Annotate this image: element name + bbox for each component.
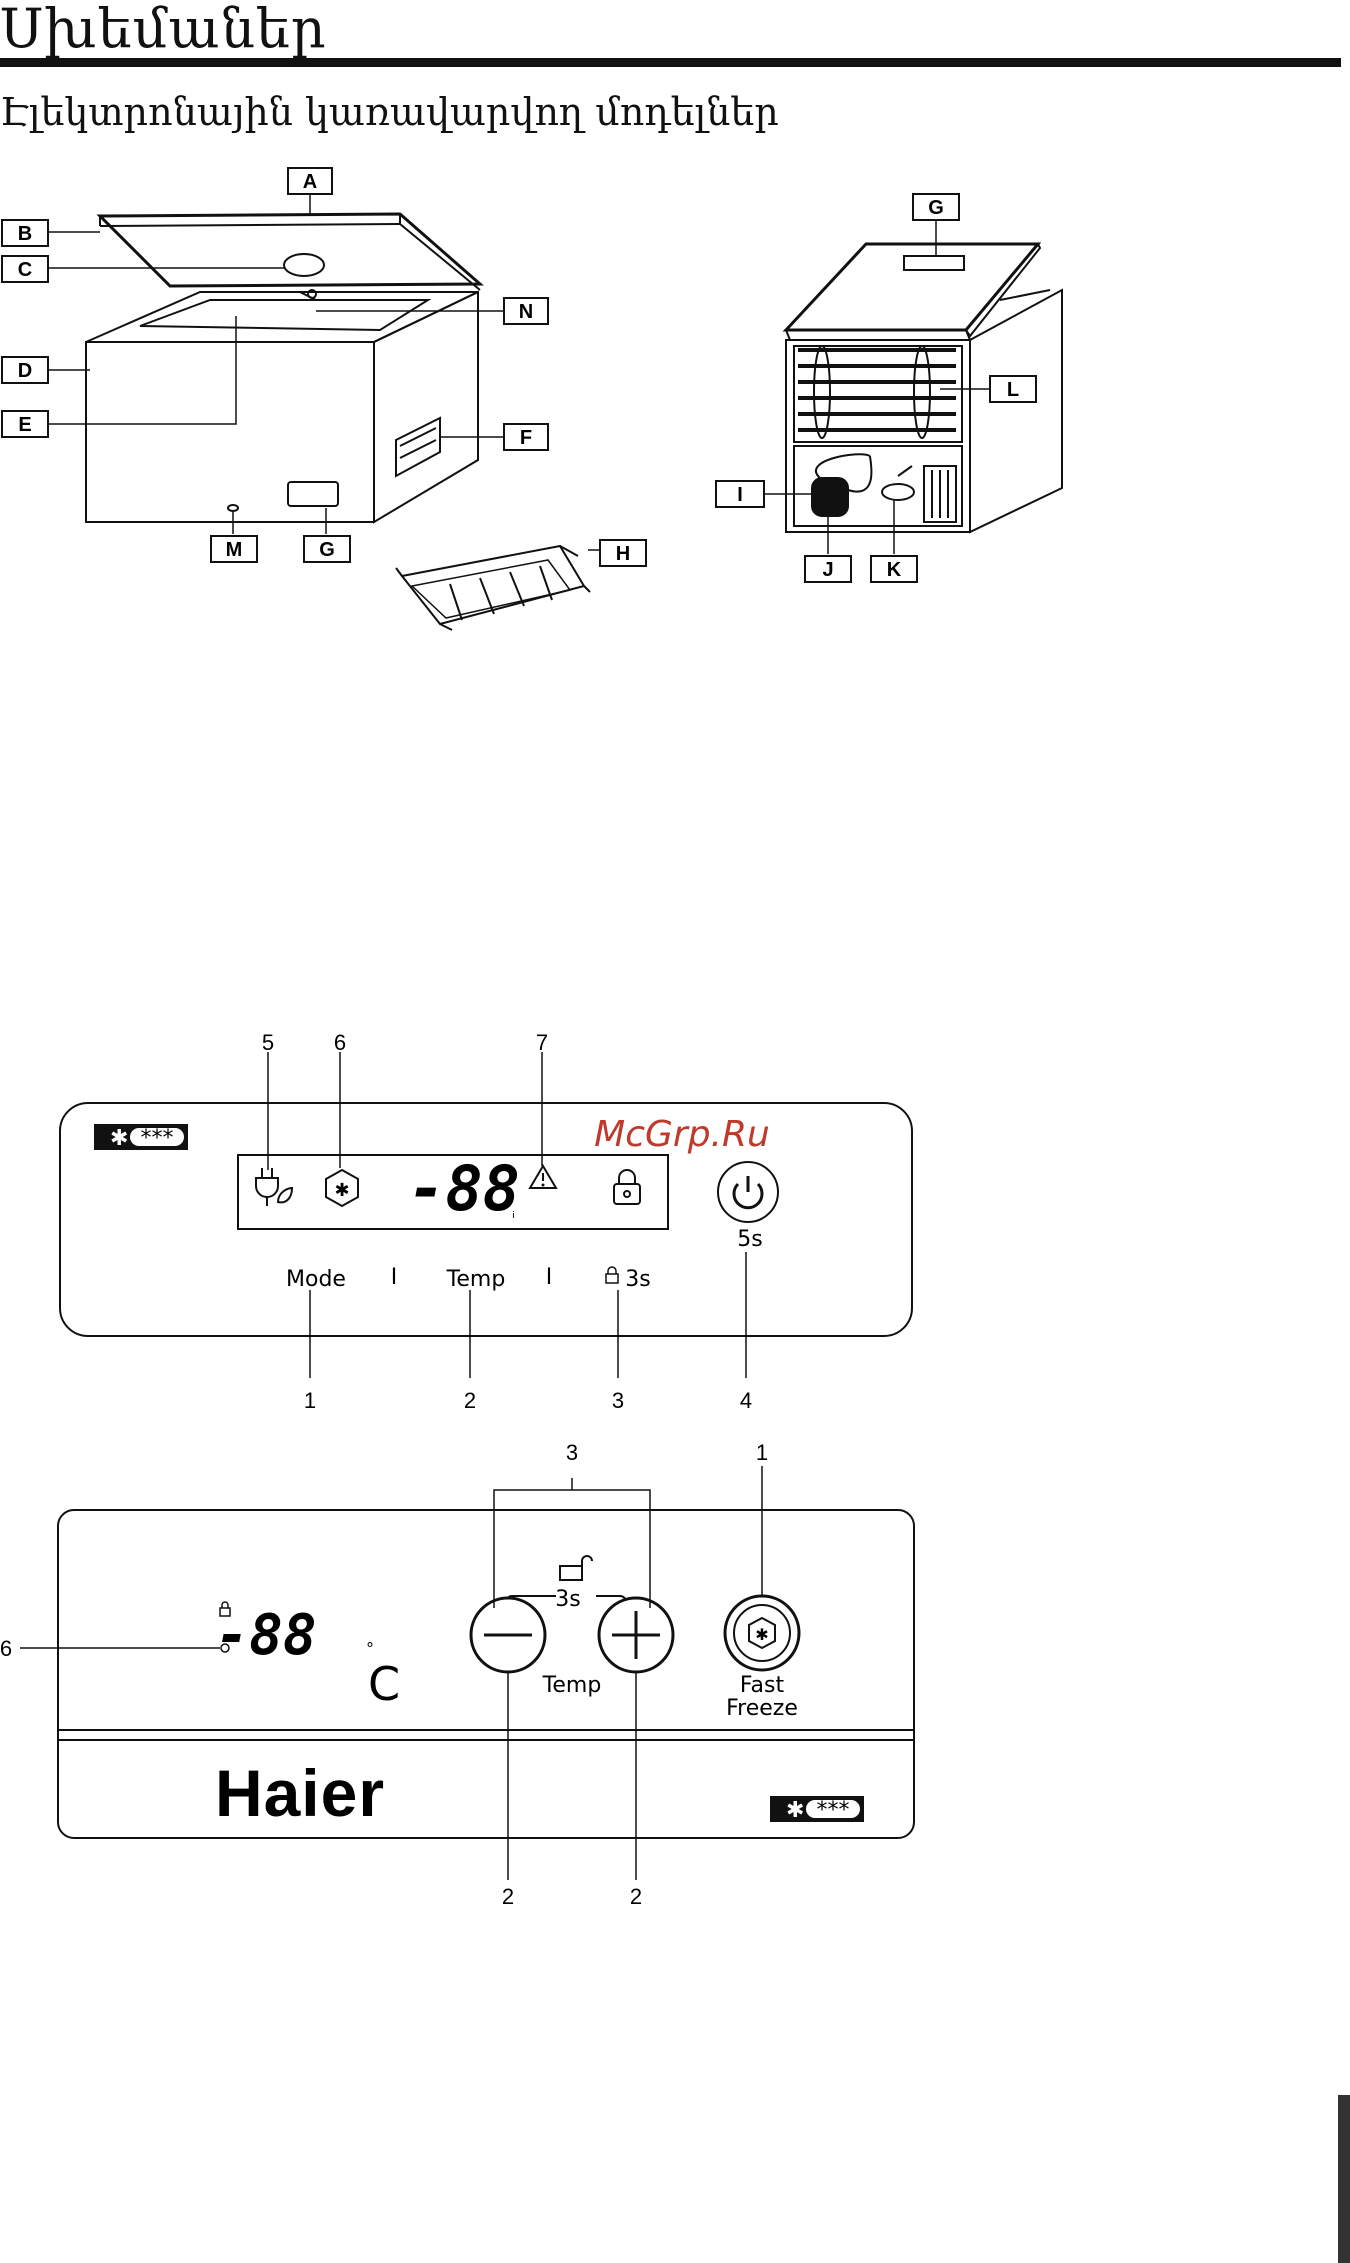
- label-g: G: [319, 539, 335, 561]
- celsius-symbol: C: [368, 1657, 400, 1711]
- page-edge-tab: [1338, 2095, 1350, 2263]
- callout-6: 6: [334, 1030, 346, 1055]
- panel2-lock-hold: 3s: [555, 1587, 580, 1612]
- label-h: H: [616, 543, 630, 565]
- svg-text:✱: ✱: [110, 1126, 128, 1151]
- chest-freezer-diagram: [86, 214, 590, 630]
- control-panel-2: -88 ° C 3s Temp: [58, 1510, 914, 1838]
- label-b: B: [18, 223, 32, 245]
- panel2-temp-label: Temp: [542, 1673, 602, 1698]
- label-k: K: [887, 559, 902, 581]
- control-panel-1: ✱ *** ✱ -88 ᵢ: [60, 1103, 912, 1336]
- fast-label: Fast: [740, 1673, 785, 1698]
- svg-text:✱: ✱: [334, 1180, 349, 1201]
- callout-6-left: 6: [0, 1636, 12, 1661]
- label-e: E: [18, 414, 31, 436]
- svg-text:***: ***: [141, 1126, 174, 1151]
- fast-freeze-button[interactable]: ✱: [725, 1596, 799, 1670]
- label-n: N: [519, 301, 533, 323]
- freeze-label: Freeze: [726, 1696, 798, 1721]
- callout-2-plus: 2: [630, 1884, 642, 1909]
- star-rating-badge-2: ✱ ***: [770, 1796, 864, 1823]
- label-m: M: [226, 539, 243, 561]
- brand-logo: Haier: [215, 1756, 385, 1830]
- callout-1: 1: [304, 1388, 316, 1413]
- label-c: C: [18, 259, 32, 281]
- temp-label[interactable]: Temp: [446, 1267, 506, 1292]
- degree-symbol: °: [366, 1639, 374, 1658]
- label-f: F: [520, 427, 532, 449]
- power-button[interactable]: [718, 1162, 778, 1222]
- label-a: A: [303, 171, 317, 193]
- panel1-digits: -88: [408, 1152, 520, 1225]
- label-g-rear: G: [928, 197, 944, 219]
- panel2-digits: -88: [215, 1603, 316, 1668]
- callout-1-top: 1: [756, 1440, 768, 1465]
- label-j: J: [822, 559, 833, 581]
- lock-icon: [614, 1170, 640, 1204]
- callout-3: 3: [612, 1388, 624, 1413]
- plug-leaf-icon: [256, 1168, 292, 1206]
- callout-2-minus: 2: [502, 1884, 514, 1909]
- small-lock-icon: [606, 1267, 618, 1283]
- snowflake-hex-icon: ✱: [326, 1170, 358, 1206]
- plus-button[interactable]: [599, 1598, 673, 1672]
- svg-text:***: ***: [817, 1798, 850, 1823]
- callout-7: 7: [536, 1030, 548, 1055]
- power-hold-label: 5s: [737, 1227, 762, 1252]
- minus-button[interactable]: [471, 1598, 545, 1672]
- unlock-icon: [560, 1556, 592, 1580]
- panel1-unit-glyph: ᵢ: [512, 1203, 515, 1222]
- label-i: I: [737, 484, 743, 506]
- callout-4: 4: [740, 1388, 752, 1413]
- warning-icon: [530, 1166, 556, 1188]
- svg-text:✱: ✱: [755, 1625, 768, 1644]
- mode-label[interactable]: Mode: [286, 1267, 346, 1292]
- watermark-text: McGrp.Ru: [594, 1114, 770, 1155]
- separator-2: I: [546, 1265, 553, 1290]
- lock-hold-label[interactable]: 3s: [625, 1267, 650, 1292]
- separator-1: I: [391, 1265, 398, 1290]
- callout-2: 2: [464, 1388, 476, 1413]
- svg-text:✱: ✱: [786, 1798, 804, 1823]
- label-l: L: [1007, 379, 1019, 401]
- callout-3-top: 3: [566, 1440, 578, 1465]
- callout-5: 5: [262, 1030, 274, 1055]
- star-rating-badge-1: ✱ ***: [94, 1124, 188, 1151]
- label-d: D: [18, 360, 32, 382]
